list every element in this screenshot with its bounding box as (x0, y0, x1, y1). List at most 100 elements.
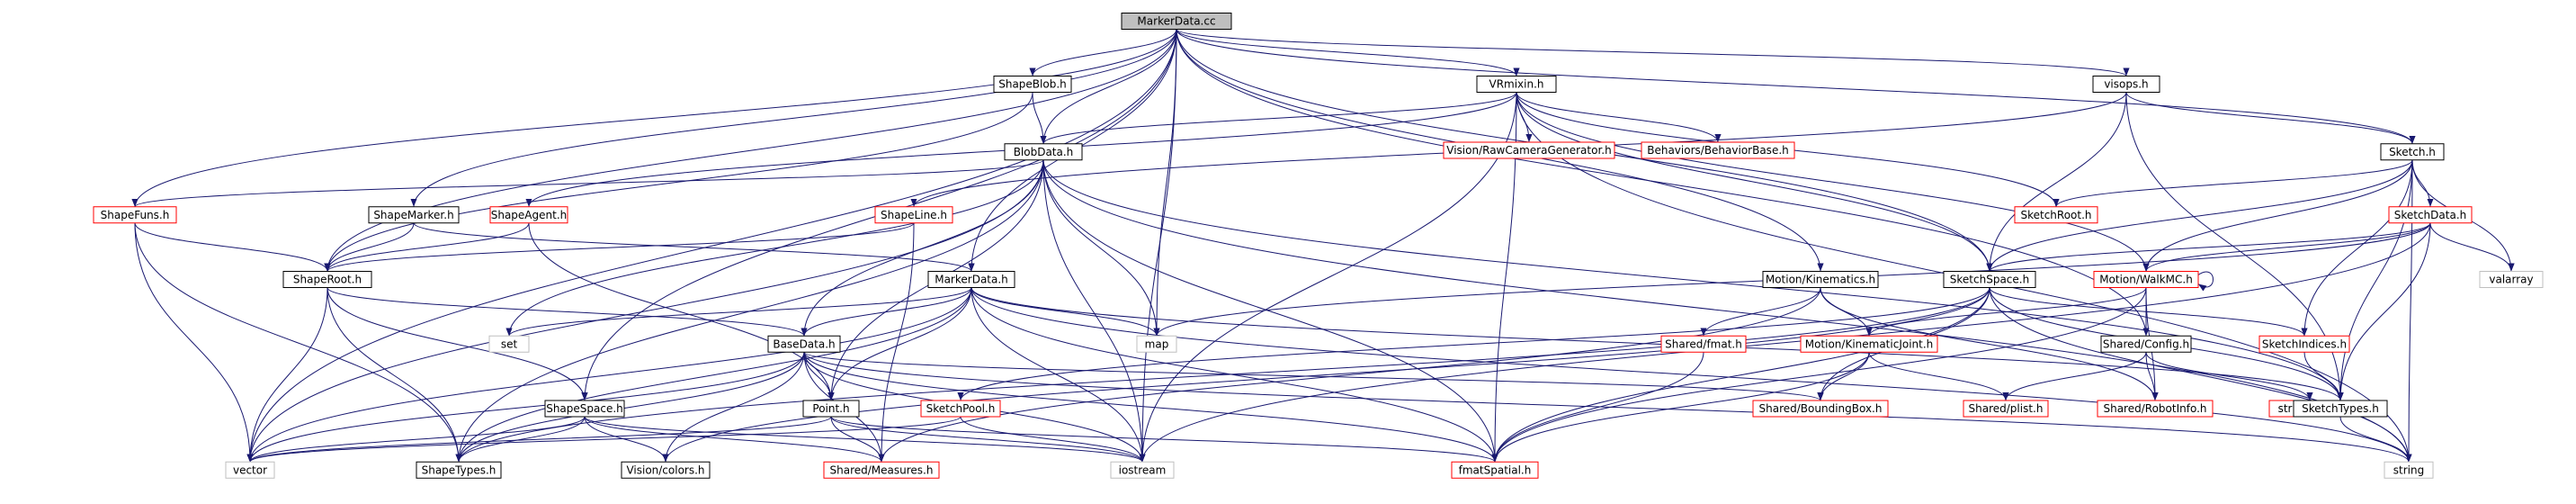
dependency-edge (2145, 352, 2313, 401)
node-label: Motion/Kinematics.h (1766, 274, 1875, 286)
dependency-edge (1491, 287, 1990, 463)
node-sketchindices[interactable]: SketchIndices.h (2258, 335, 2350, 353)
node-kinjoint[interactable]: Motion/KinematicJoint.h (1800, 335, 1938, 353)
node-box (1641, 141, 1795, 159)
node-box (2293, 400, 2388, 418)
node-label: Motion/WalkMC.h (2099, 274, 2193, 286)
node-box (282, 271, 372, 288)
dependency-edge (2142, 222, 2431, 272)
node-box (927, 271, 1015, 288)
node-label: Shared/fmat.h (1665, 338, 1742, 350)
node-label: iostream (1119, 464, 1167, 476)
node-colors[interactable]: Vision/colors.h (621, 461, 711, 479)
dependency-edge (2337, 159, 2413, 401)
node-root[interactable]: MarkerData.cc (1121, 13, 1232, 30)
dependency-edge (1029, 29, 1177, 76)
node-box (2479, 271, 2544, 288)
node-label: ShapeBlob.h (998, 78, 1067, 91)
node-shapeagent[interactable]: ShapeAgent.h (489, 206, 568, 224)
node-sketch[interactable]: Sketch.h (2380, 143, 2445, 161)
dependency-edge (830, 416, 1146, 463)
node-box (2258, 335, 2350, 353)
dependency-edge (324, 222, 415, 272)
node-box (1451, 461, 1539, 479)
node-label: ShapeLine.h (881, 209, 947, 221)
dependency-edge (324, 222, 915, 272)
node-sketchspace[interactable]: SketchSpace.h (1943, 271, 2036, 288)
node-box (1660, 335, 1747, 353)
dependency-edge (1042, 159, 2344, 401)
dependency-edge (1153, 29, 1177, 337)
node-rawcam[interactable]: Vision/RawCameraGenerator.h (1443, 141, 1615, 159)
node-behaviorbase[interactable]: Behaviors/BehaviorBase.h (1641, 141, 1795, 159)
node-box (802, 400, 860, 418)
node-box (2384, 461, 2434, 479)
node-measures[interactable]: Shared/Measures.h (823, 461, 940, 479)
node-label: SketchIndices.h (2262, 338, 2347, 350)
node-config[interactable]: Shared/Config.h (2100, 335, 2192, 353)
node-kinematics[interactable]: Motion/Kinematics.h (1762, 271, 1879, 288)
node-shapefuns[interactable]: ShapeFuns.h (93, 206, 177, 224)
dependency-edge (326, 287, 808, 337)
node-shapespace[interactable]: ShapeSpace.h (544, 400, 625, 418)
node-visops[interactable]: visops.h (2092, 76, 2160, 93)
node-shapeblob[interactable]: ShapeBlob.h (993, 76, 1072, 93)
dependency-edge (455, 287, 972, 463)
dependency-edge (1139, 222, 2431, 463)
node-label: visops.h (2104, 78, 2148, 91)
dependency-edge (830, 416, 1498, 463)
dependency-edge (246, 287, 972, 463)
dependency-edge (246, 287, 328, 463)
node-fmat[interactable]: Shared/fmat.h (1660, 335, 1747, 353)
dependency-edge (1176, 29, 2416, 144)
node-fmatspatial[interactable]: fmatSpatial.h (1451, 461, 1539, 479)
dependency-edge (134, 222, 331, 272)
node-walkmc[interactable]: Motion/WalkMC.h (2093, 271, 2199, 288)
node-label: MarkerData.h (935, 274, 1008, 286)
dependency-edge (803, 352, 2412, 463)
node-vector: vector (225, 461, 275, 479)
node-shaperoot[interactable]: ShapeRoot.h (282, 271, 372, 288)
node-label: Behaviors/BehaviorBase.h (1647, 144, 1789, 157)
dependency-edge (324, 92, 1033, 272)
node-box (1943, 271, 2036, 288)
dependency-edge (1820, 287, 2159, 401)
node-box (368, 206, 460, 224)
dependency-edge (246, 159, 1044, 463)
dependency-edge (413, 222, 975, 272)
node-box (1476, 76, 1557, 93)
node-box (2100, 335, 2192, 353)
node-plist[interactable]: Shared/plist.h (1963, 400, 2049, 418)
node-label: ShapeMarker.h (373, 209, 453, 221)
dependency-edge (1868, 352, 2009, 401)
dependency-edge (970, 287, 1146, 463)
node-sketchpool[interactable]: SketchPool.h (920, 400, 1001, 418)
node-sketchtypes[interactable]: SketchTypes.h (2293, 400, 2388, 418)
node-sketchdata[interactable]: SketchData.h (2388, 206, 2473, 224)
node-box (2014, 206, 2098, 224)
node-vrmixin[interactable]: VRmixin.h (1476, 76, 1557, 93)
node-box (225, 461, 275, 479)
dependency-edge (1516, 92, 2150, 272)
node-shapemarker[interactable]: ShapeMarker.h (368, 206, 460, 224)
node-box (2093, 271, 2199, 288)
dependency-edge (246, 416, 962, 463)
node-shapeline[interactable]: ShapeLine.h (874, 206, 953, 224)
dependency-edge (2411, 159, 2434, 207)
dependency-edge (584, 416, 669, 463)
node-shapetypes[interactable]: ShapeTypes.h (416, 461, 502, 479)
node-blobdata[interactable]: BlobData.h (1004, 143, 1083, 161)
node-box (1443, 141, 1615, 159)
node-robotinfo[interactable]: Shared/RobotInfo.h (2097, 400, 2214, 418)
node-point[interactable]: Point.h (802, 400, 860, 418)
dependency-edge (2429, 222, 2515, 272)
dependency-edge (455, 416, 586, 463)
node-label: SketchSpace.h (1950, 274, 2029, 286)
dependency-edge (801, 287, 972, 337)
node-boundingbox[interactable]: Shared/BoundingBox.h (1752, 400, 1889, 418)
dependency-edge (134, 222, 462, 463)
node-markerdata[interactable]: MarkerData.h (927, 271, 1015, 288)
dependency-edge (1516, 92, 1993, 272)
node-sketchroot[interactable]: SketchRoot.h (2014, 206, 2098, 224)
node-basedata[interactable]: BaseData.h (767, 335, 841, 353)
